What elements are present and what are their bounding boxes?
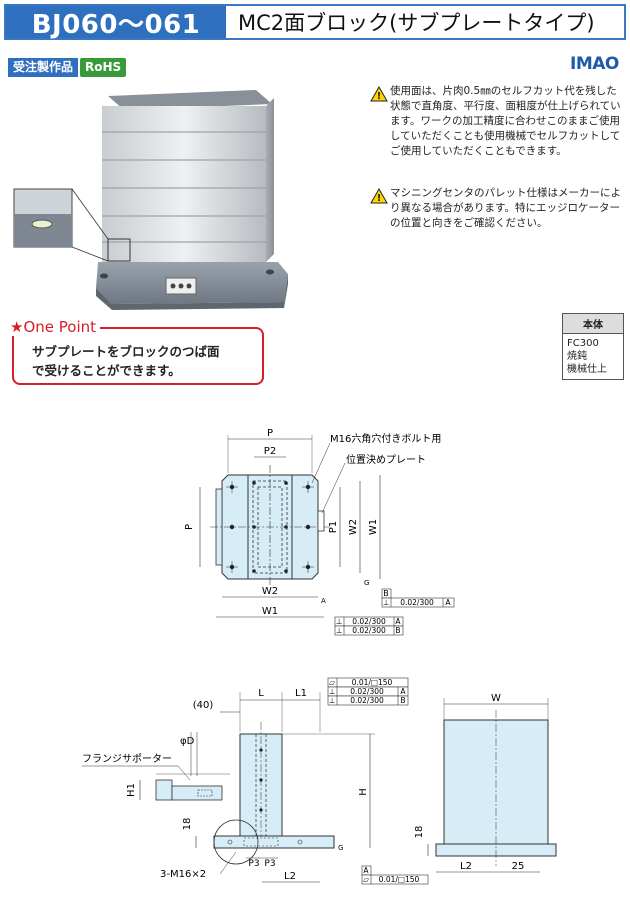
side-view-drawing: L L1 (40) φD フランジサポーター H1 H 18 P3 P3 L2 … [82,677,429,885]
brand-logo: IMAO [570,54,619,74]
material-table: 本体 FC300 焼鈍 機械仕上 [562,313,624,380]
dim-l1: L1 [295,688,307,699]
flange-supporter-label: フランジサポーター [82,753,172,765]
tol-1-ref: A [445,598,451,607]
front-view-drawing: W 18 L2 25 [414,693,557,873]
dim-w: W [491,693,501,704]
svg-text:⏥: ⏥ [363,875,369,884]
datum-b: B [383,589,389,598]
bottom-tol: 0.01/□150 [379,875,420,884]
dim-w1-side: W1 [368,519,379,535]
tol-perp-b: 0.02/300 [350,696,384,705]
holes-label: 3-M16×2 [160,869,206,880]
dim-p2: P2 [264,446,276,457]
dim-l2: L2 [284,871,296,882]
datum-g: G [364,579,369,587]
dim-p3-b: P3 [264,859,275,869]
tol-3-ref: B [395,626,400,635]
pallet-note-text: マシニングセンタのパレット仕様はメーカーにより異なる場合があります。特にエッジロ… [390,187,621,229]
front-dim-18: 18 [414,826,425,839]
svg-text:!: ! [377,91,382,102]
dim-w1: W1 [262,606,278,617]
front-dim-l2: L2 [460,861,472,872]
pallet-note: ! マシニングセンタのパレット仕様はメーカーにより異なる場合があります。特にエッ… [368,186,623,231]
datum-a: A [321,597,326,605]
material-grade: FC300 [567,338,599,349]
dim-l: L [258,688,264,699]
dim-40: (40) [193,700,214,711]
dim-p3-a: P3 [248,859,259,869]
svg-text:⊥: ⊥ [329,687,336,696]
callout-plate: 位置決めプレート [346,453,426,466]
tol-2: 0.02/300 [352,617,386,626]
dim-p1: P1 [328,521,339,533]
warning-icon: ! [370,86,388,102]
tol-flatness: 0.01/□150 [352,678,393,687]
title-bar: BJ060～061 MC2面ブロック(サブプレートタイプ) [4,4,626,40]
product-code: BJ060～061 [6,6,226,40]
dim-h: H [358,788,369,796]
made-to-order-badge: 受注製作品 [8,58,79,77]
svg-text:⊥: ⊥ [336,626,343,635]
dim-p: P [267,428,273,439]
product-illustration [13,90,288,310]
dim-w2-side: W2 [348,519,359,535]
material-treatment: 焼鈍 [567,351,587,362]
dim-h1: H1 [126,783,137,797]
bottom-datum-a: A [363,866,369,875]
front-dim-25: 25 [512,861,525,872]
tol-perp-a-ref: A [400,687,406,696]
material-finish: 機械仕上 [567,364,607,375]
one-point-box: サブプレートをブロックのつば面 で受けることができます。 [12,327,264,385]
svg-text:⏥: ⏥ [329,678,335,687]
tol-perp-b-ref: B [400,696,405,705]
product-title: MC2面ブロック(サブプレートタイプ) [238,11,595,35]
callout-bolt: M16六角穴付きボルト用 [330,432,441,445]
warning-icon: ! [370,188,388,204]
svg-text:⊥: ⊥ [329,696,336,705]
svg-text:⊥: ⊥ [336,617,343,626]
svg-text:!: ! [377,193,382,204]
tol-1: 0.02/300 [400,598,434,607]
tol-2-ref: A [395,617,401,626]
tol-3: 0.02/300 [352,626,386,635]
dim-p-side: P [184,524,195,530]
side-datum-g: G [338,844,343,852]
svg-text:⊥: ⊥ [383,598,390,607]
one-point-line-1: サブプレートをブロックのつば面 [32,344,220,359]
usage-note-text: 使用面は、片肉0.5㎜のセルフカット代を残した状態で直角度、平行度、面粗度が仕上… [390,85,621,157]
usage-note: ! 使用面は、片肉0.5㎜のセルフカット代を残した状態で直角度、平行度、面粗度が… [368,84,623,159]
tol-perp-a: 0.02/300 [350,687,384,696]
dim-w2: W2 [262,586,278,597]
top-view-drawing: P P2 P P1 W2 W1 W2 W1 M16六角穴付きボルト用 位置決めプ… [184,428,455,636]
one-point-line-2: で受けることができます。 [32,363,181,378]
rohs-badge: RoHS [80,58,127,77]
dim-phid: φD [180,736,195,747]
one-point-label: ★One Point [10,318,101,336]
material-header: 本体 [563,314,623,334]
dim-18: 18 [182,818,193,831]
